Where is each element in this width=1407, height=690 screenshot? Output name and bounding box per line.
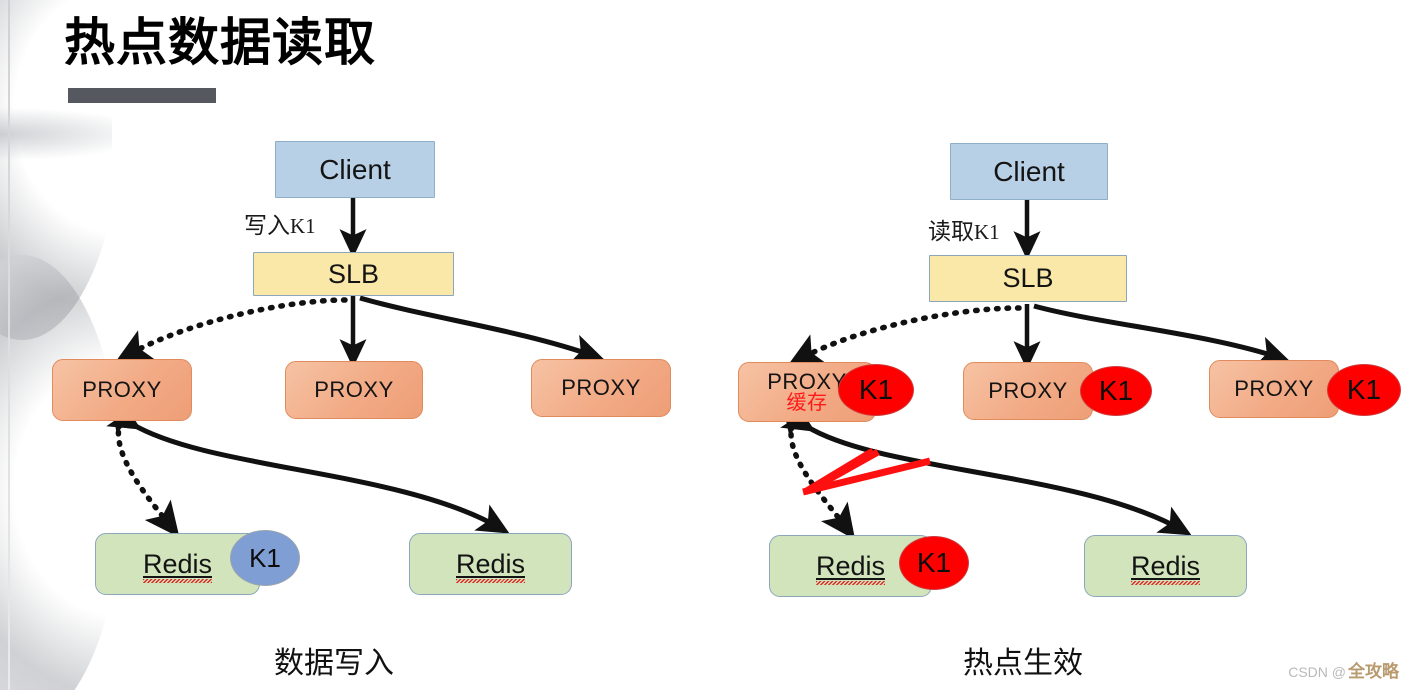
slb-box-write[interactable]: SLB <box>253 252 454 296</box>
key-badge-label: K1 <box>916 547 952 578</box>
spellcheck-squiggle <box>142 578 213 583</box>
spellcheck-squiggle <box>455 578 526 583</box>
title-underline-bar <box>68 88 216 103</box>
spellcheck-squiggle <box>1130 580 1201 585</box>
edge-label-write-cn: 写入 <box>244 212 290 238</box>
proxy-label: PROXY <box>314 376 394 402</box>
proxy-label: PROXY <box>561 374 641 400</box>
watermark-prefix: CSDN @ <box>1288 664 1346 680</box>
slb-label: SLB <box>1002 263 1054 293</box>
key-badge-redis-write-1: K1 <box>230 530 300 586</box>
watermark-brand: 全攻略 <box>1348 662 1399 681</box>
redis-label-wrap: Redis <box>1130 550 1201 585</box>
proxy-box-hotspot-3[interactable]: PROXY <box>1209 360 1339 418</box>
redis-label: Redis <box>815 550 886 581</box>
edge-label-read-cn: 读取 <box>928 218 974 244</box>
client-box-hotspot[interactable]: Client <box>950 143 1108 200</box>
redis-label-wrap: Redis <box>815 550 886 585</box>
proxy-text-group: PROXY <box>314 376 394 402</box>
proxy-box-write-2[interactable]: PROXY <box>285 361 423 419</box>
client-box-write[interactable]: Client <box>275 141 435 198</box>
redis-box-hotspot-2[interactable]: Redis <box>1084 535 1247 597</box>
proxy-box-write-1[interactable]: PROXY <box>52 359 192 421</box>
redis-label: Redis <box>142 548 213 579</box>
page-title: 热点数据读取 <box>64 14 377 73</box>
client-label: Client <box>993 155 1065 187</box>
spellcheck-squiggle <box>815 580 886 585</box>
proxy-label: PROXY <box>82 376 162 402</box>
caption-hotspot: 热点生效 <box>963 647 1083 680</box>
redis-text-underline <box>142 575 213 578</box>
slb-box-hotspot[interactable]: SLB <box>929 255 1127 302</box>
proxy-box-write-3[interactable]: PROXY <box>531 359 671 417</box>
proxy-label: PROXY <box>988 377 1068 403</box>
proxy-label: PROXY <box>767 369 847 395</box>
proxy-text-group: PROXY 缓存 <box>767 369 847 414</box>
redis-label-wrap: Redis <box>455 548 526 583</box>
edge-label-write: 写入K1 <box>244 206 316 240</box>
redis-box-write-2[interactable]: Redis <box>409 533 572 595</box>
key-badge-proxy-hotspot-1: K1 <box>838 364 914 416</box>
swoosh-fan-bottom <box>0 255 122 690</box>
swoosh-vertical-line <box>8 0 10 690</box>
redis-text-underline <box>455 575 526 578</box>
key-badge-label: K1 <box>858 374 894 405</box>
key-badge-label: K1 <box>249 542 281 573</box>
redis-label: Redis <box>455 548 526 579</box>
redis-label: Redis <box>1130 550 1201 581</box>
proxy-text-group: PROXY <box>82 376 162 402</box>
key-badge-proxy-hotspot-2: K1 <box>1080 366 1152 416</box>
proxy-text-group: PROXY <box>988 377 1068 403</box>
redis-text-underline <box>815 577 886 580</box>
edge-label-read-key: K1 <box>974 220 1000 244</box>
swoosh-pinch <box>0 108 130 160</box>
key-badge-redis-hotspot-1: K1 <box>899 536 969 590</box>
client-label: Client <box>319 153 391 185</box>
proxy-box-hotspot-2[interactable]: PROXY <box>963 362 1093 420</box>
key-badge-label: K1 <box>1346 374 1382 405</box>
proxy-text-group: PROXY <box>561 374 641 400</box>
key-badge-label: K1 <box>1098 375 1134 406</box>
redis-text-underline <box>1130 577 1201 580</box>
key-badge-proxy-hotspot-3: K1 <box>1327 364 1401 416</box>
proxy-cache-tag: 缓存 <box>786 391 828 414</box>
slb-label: SLB <box>327 258 380 289</box>
watermark: CSDN @ 全攻略 <box>1288 657 1399 682</box>
caption-write: 数据写入 <box>274 647 394 680</box>
edge-label-read: 读取K1 <box>928 212 1000 246</box>
proxy-label: PROXY <box>1234 375 1314 401</box>
edge-label-write-key: K1 <box>290 214 316 238</box>
redis-label-wrap: Redis <box>142 548 213 583</box>
proxy-text-group: PROXY <box>1234 375 1314 401</box>
